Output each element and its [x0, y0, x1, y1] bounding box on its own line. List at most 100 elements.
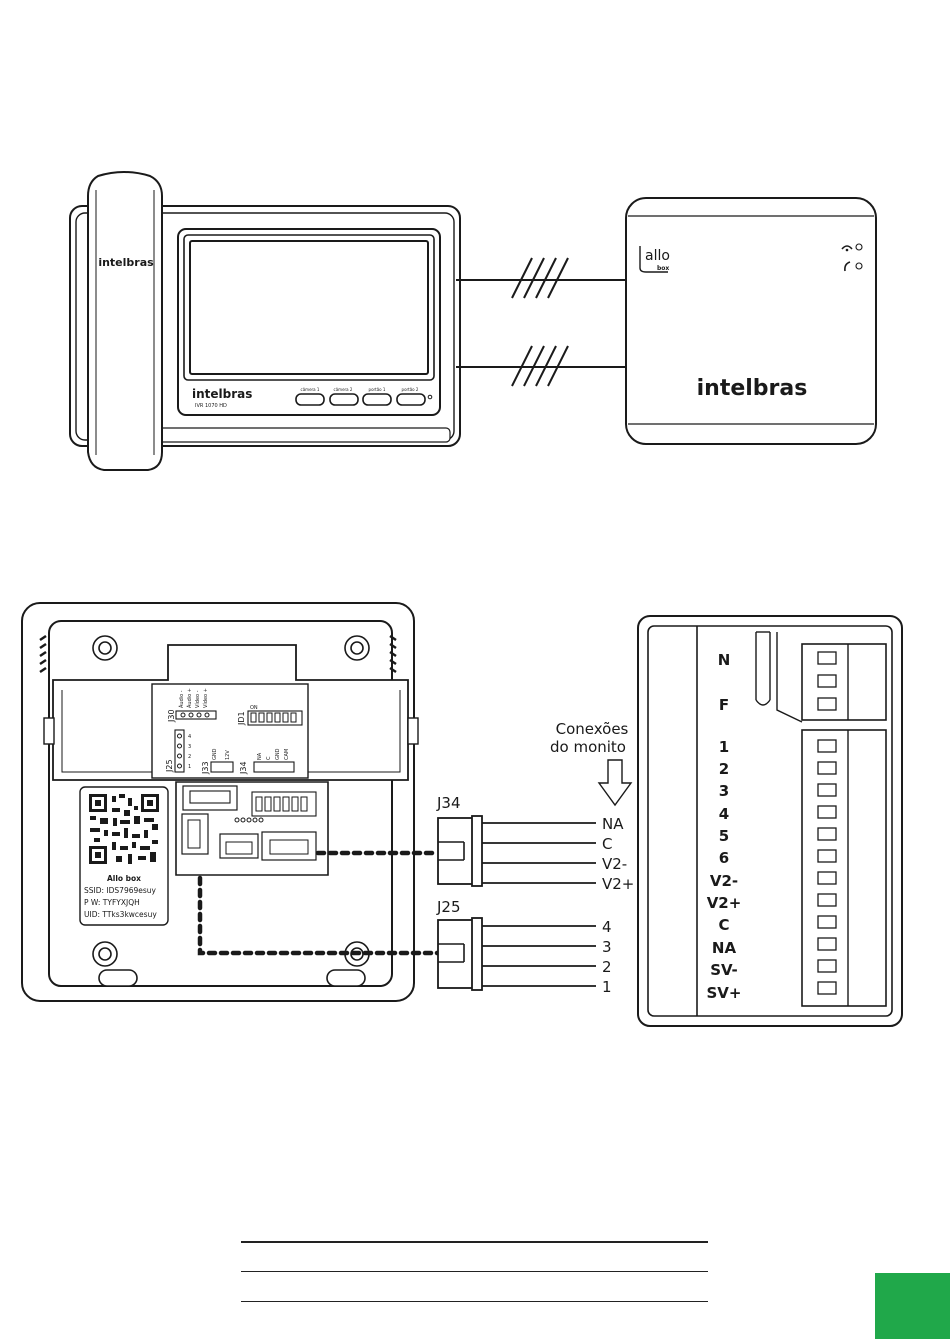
- label-uid: UID: TTks3kwcesuy: [84, 910, 157, 919]
- gate-2-button[interactable]: [396, 393, 426, 406]
- screw-top-left-icon: [92, 635, 118, 661]
- allo-logo-text: allo: [645, 248, 670, 264]
- mount-slot-right: [326, 969, 366, 987]
- svg-text:Vídeo +: Vídeo +: [202, 688, 209, 708]
- phone-led-icon: [855, 262, 863, 270]
- allo-logo-mark-icon: [639, 246, 668, 273]
- svg-text:Áudio +: Áudio +: [186, 688, 193, 708]
- j25-plug: J25 4 3 2 1: [436, 898, 612, 996]
- handset: intelbras: [87, 171, 163, 471]
- j34-wire-label: V2+: [602, 875, 634, 893]
- svg-text:NA: NA: [257, 752, 263, 760]
- terminal-label: V2+: [707, 894, 742, 912]
- handset-brand: intelbras: [98, 256, 154, 269]
- callout-line-2: do monito: [550, 738, 626, 756]
- j25-header: [174, 729, 185, 773]
- wifi-led-icon: [855, 243, 863, 251]
- svg-text:Vídeo -: Vídeo -: [194, 690, 201, 708]
- j25-plug-label: J25: [436, 898, 461, 916]
- label-password: P W: TYFYXJQH: [84, 898, 140, 907]
- vent-right-icon: [389, 634, 397, 674]
- j34-plug: J34 NA C V2- V2+: [436, 794, 634, 893]
- device-info-label: Allo box SSID: IDS7969esuy P W: TYFYXJQH…: [79, 786, 169, 926]
- svg-text:C: C: [266, 756, 272, 760]
- allo-logo-box: box: [657, 265, 669, 272]
- svg-text:3: 3: [188, 744, 191, 750]
- dotted-routing: [197, 850, 441, 956]
- j34-wire-label: C: [602, 835, 612, 853]
- j34-label: J34: [239, 761, 248, 775]
- gate-1-button[interactable]: [362, 393, 392, 406]
- svg-text:ON: ON: [250, 705, 258, 711]
- j34-header: [253, 761, 295, 773]
- button-label-camera-2: câmera 2: [334, 387, 353, 392]
- blank-line: [241, 1271, 708, 1272]
- arrow-down-icon: [597, 759, 633, 807]
- mount-slot-left: [98, 969, 138, 987]
- button-label-camera-1: câmera 1: [301, 387, 320, 392]
- led-indicator-icon: [427, 394, 433, 400]
- svg-text:12V: 12V: [225, 750, 231, 760]
- button-label-gate-1: portão 1: [369, 387, 386, 392]
- phone-icon: [844, 261, 851, 272]
- svg-text:GND: GND: [275, 748, 281, 760]
- terminal-label-f: F: [719, 696, 729, 714]
- allo-box-brand: intelbras: [697, 376, 808, 401]
- allo-box-device: allo box intelbras: [625, 197, 877, 445]
- multi-wire-symbol-icon: [511, 257, 569, 299]
- callout-line-1: Conexões: [556, 720, 629, 738]
- j25-label: J25: [165, 759, 174, 773]
- monitor-connections-callout: Conexões do monito: [550, 720, 633, 807]
- allo-box-back: J30 Áudio - Áudio + Vídeo - Vídeo + JD1 …: [21, 602, 441, 1002]
- terminal-label: 5: [719, 827, 729, 845]
- indoor-monitor: intelbras IVR 1070 HD câmera 1 câmera 2 …: [69, 205, 461, 447]
- terminal-label: NA: [712, 939, 737, 957]
- camera-1-button[interactable]: [295, 393, 325, 406]
- button-label-gate-2: portão 2: [402, 387, 419, 392]
- blank-line: [241, 1301, 708, 1302]
- svg-text:Áudio -: Áudio -: [178, 690, 185, 708]
- qr-code-icon: [89, 794, 159, 864]
- monitor-buttons: câmera 1 câmera 2 portão 1 portão 2: [295, 387, 433, 406]
- j34-plug-label: J34: [436, 794, 461, 812]
- terminal-label: SV+: [707, 984, 742, 1002]
- connection-wires-top: [456, 257, 628, 387]
- j25-wire-label: 4: [602, 918, 612, 936]
- multi-wire-symbol-icon: [511, 345, 569, 387]
- screw-bottom-left-icon: [92, 941, 118, 967]
- monitor-terminal-block: N F 1 2 3 4 5 6 V2- V2+ C NA SV- SV+: [637, 615, 903, 1027]
- j33-connector: [210, 761, 234, 773]
- wifi-icon: [841, 245, 853, 250]
- label-title: Allo box: [107, 874, 141, 883]
- terminal-label: 2: [719, 760, 729, 778]
- svg-text:2: 2: [188, 754, 191, 760]
- terminal-label: 6: [719, 849, 729, 867]
- monitor-model: IVR 1070 HD: [195, 403, 227, 409]
- j33-label: J33: [201, 761, 210, 775]
- terminal-label: 3: [719, 782, 729, 800]
- terminal-label: C: [718, 916, 729, 934]
- blank-line: [241, 1241, 708, 1243]
- terminal-label: SV-: [710, 961, 738, 979]
- svg-text:CAM: CAM: [284, 749, 290, 760]
- j34-wire-label: V2-: [602, 855, 627, 873]
- jd1-label: JD1: [237, 711, 246, 726]
- svg-text:4: 4: [188, 734, 191, 740]
- monitor-brand: intelbras: [192, 387, 252, 401]
- j30-connector: [175, 710, 217, 720]
- label-ssid: SSID: IDS7969esuy: [84, 886, 157, 895]
- vent-left-icon: [39, 634, 47, 674]
- terminal-label: 1: [719, 738, 729, 756]
- j25-wire-label: 3: [602, 938, 612, 956]
- terminal-label-n: N: [718, 651, 731, 669]
- svg-text:GND: GND: [212, 748, 218, 760]
- j30-label: J30: [167, 709, 176, 723]
- terminal-label: V2-: [710, 872, 738, 890]
- camera-2-button[interactable]: [329, 393, 359, 406]
- page-tab-marker: [875, 1273, 950, 1339]
- j34-wire-label: NA: [602, 815, 624, 833]
- svg-text:1: 1: [188, 764, 191, 770]
- screw-top-right-icon: [344, 635, 370, 661]
- j25-wire-label: 2: [602, 958, 612, 976]
